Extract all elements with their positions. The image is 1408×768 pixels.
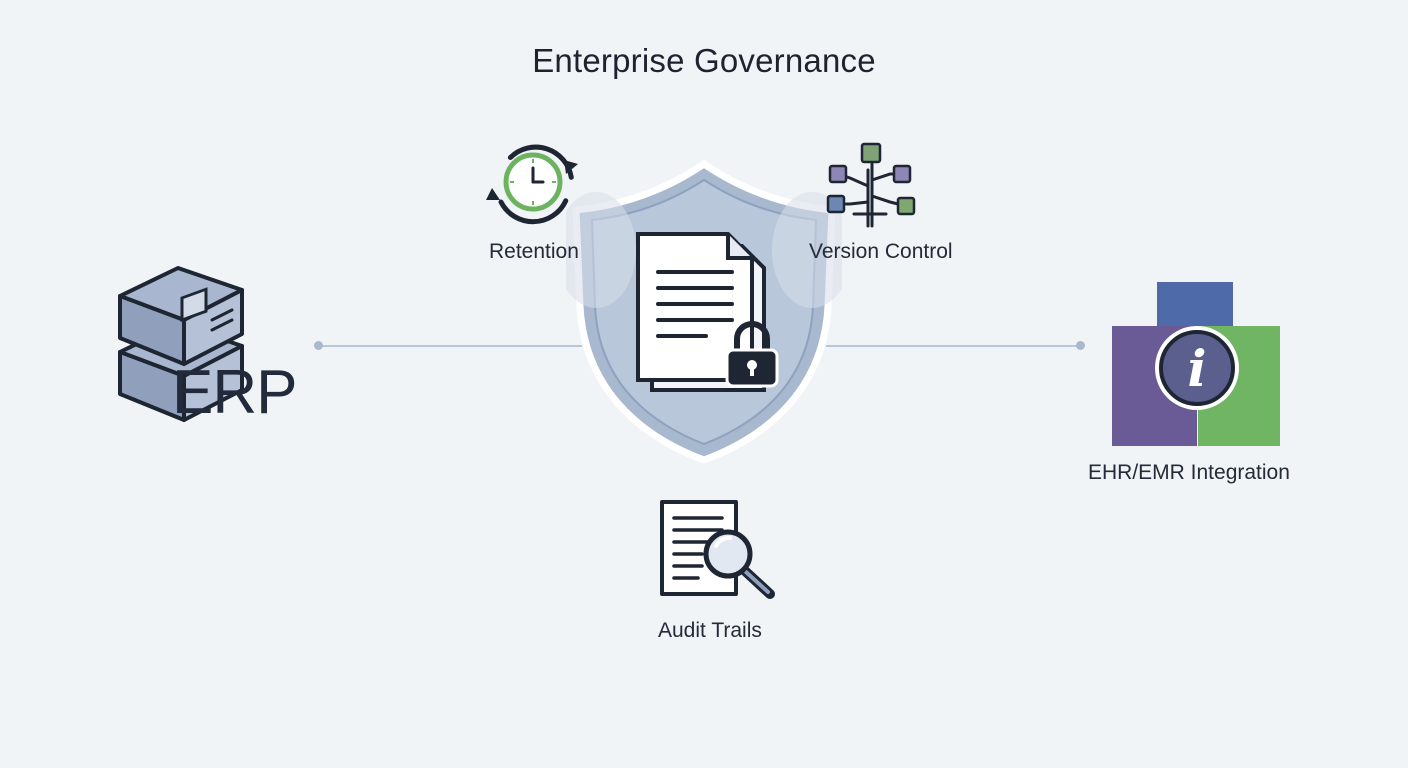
connector-left xyxy=(320,345,582,347)
clock-cycle-icon xyxy=(482,136,582,230)
branch-tree-icon xyxy=(824,140,920,230)
connector-left-dot xyxy=(314,341,323,350)
connector-right-dot xyxy=(1076,341,1085,350)
info-cross-icon: i xyxy=(1112,282,1282,448)
page-title: Enterprise Governance xyxy=(532,42,876,79)
retention-label: Retention xyxy=(489,240,579,263)
erp-label: ERP xyxy=(172,358,297,427)
connector-right xyxy=(826,345,1080,347)
server-stack-icon xyxy=(116,264,246,424)
ehr-emr-label: EHR/EMR Integration xyxy=(1088,461,1290,484)
shield-locked-document-icon xyxy=(566,158,842,468)
document-magnifier-icon xyxy=(658,498,780,604)
version-control-label: Version Control xyxy=(809,240,953,263)
svg-text:i: i xyxy=(1188,339,1207,398)
audit-trails-label: Audit Trails xyxy=(658,619,762,642)
